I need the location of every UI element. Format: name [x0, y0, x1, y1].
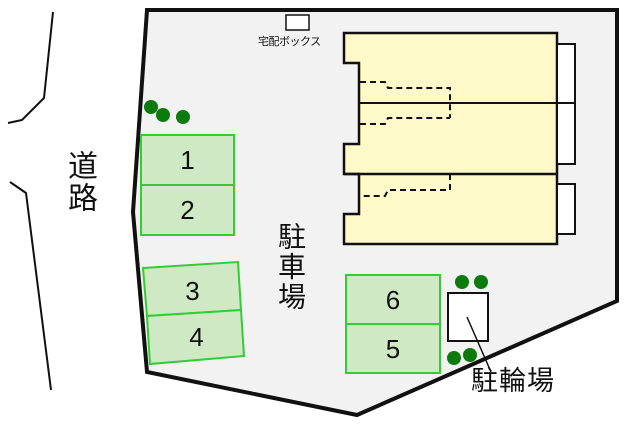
parking-space-number: 3 [185, 276, 200, 306]
trees [144, 100, 488, 365]
road-edge-upper [7, 11, 54, 124]
bicycle-parking-label: 駐輪場 [471, 366, 555, 397]
delivery-box [285, 14, 310, 31]
parking-space-number: 6 [385, 285, 401, 315]
parking-space-number: 4 [189, 322, 204, 352]
tree-icon [144, 100, 158, 114]
parking-space-4 [145, 308, 246, 366]
parking-space-1 [140, 134, 235, 186]
tree-icon [447, 351, 461, 365]
bicycle-parking-leader [466, 316, 492, 373]
parking-space-5 [345, 323, 441, 374]
apartment-building [342, 31, 576, 246]
parking-space-number: 5 [385, 334, 401, 364]
parking-lot-label: 駐車場 [274, 222, 307, 312]
bicycle-parking-area [447, 292, 489, 342]
parking-space-number: 2 [180, 195, 195, 225]
parking-spaces [140, 134, 441, 374]
tree-icon [474, 275, 488, 289]
parking-space-2 [140, 184, 235, 236]
road-label: 道路 [62, 150, 97, 214]
parking-space-6 [345, 274, 441, 325]
tree-icon [455, 275, 469, 289]
parking-space-number: 1 [180, 145, 195, 175]
tree-icon [176, 110, 190, 124]
tree-icon [463, 348, 477, 362]
delivery-box-label: 宅配ボックス [258, 35, 321, 48]
road-edge-lower [9, 181, 52, 391]
tree-icon [156, 108, 170, 122]
